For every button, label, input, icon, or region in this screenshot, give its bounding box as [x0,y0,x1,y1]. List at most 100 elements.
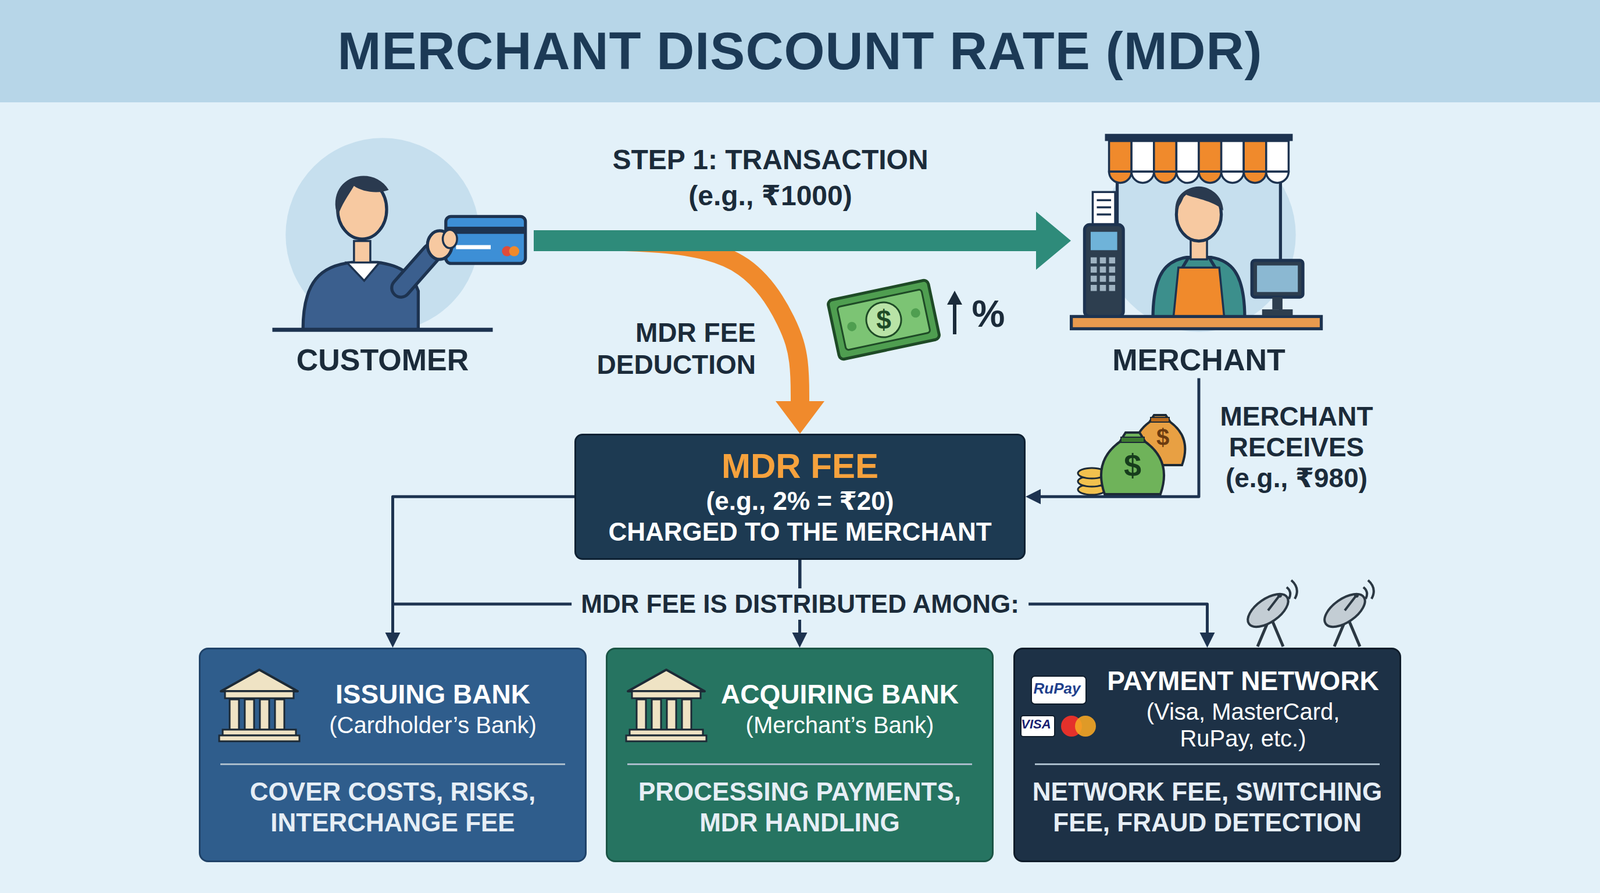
node-text: (Cardholder’s Bank) [329,711,537,739]
shop-awning [1109,171,1132,183]
card-logos [1075,715,1096,737]
bank-icon [229,699,239,730]
shop-awning [1221,141,1245,173]
merchant-figure [1097,206,1112,209]
banknote-icon [909,307,921,319]
merchant-figure [1097,199,1112,202]
terminal-keypad [1109,275,1116,282]
arrow-head [1025,488,1041,505]
terminal-keypad [1090,275,1098,282]
satellite-dish [1363,587,1367,599]
shop-awning [1154,171,1177,183]
money-bags-icon [1120,437,1145,443]
node-text: ACQUIRING BANK [694,679,985,710]
customer-figure [285,137,480,332]
shop-awning [1176,141,1199,173]
bank-icon [244,699,255,730]
arrow-head [385,632,401,648]
edge-label: STEP 1: TRANSACTION (e.g., ₹1000) [590,141,951,215]
shop-awning [1266,171,1289,183]
node-text: (Visa, MasterCard, RuPay, etc.) [1120,698,1366,752]
shop-awning [1105,133,1294,183]
banknote-icon [862,298,905,341]
merchant-node: MERCHANT [1070,134,1327,378]
divider-line [220,763,566,766]
title-band [0,0,1600,103]
shop-awning [1243,141,1267,173]
bank-icon [627,669,705,692]
box-body: NETWORK FEE, SWITCHING FEE, FRAUD DETECT… [1015,765,1400,853]
bank-icon [631,691,701,699]
customer-figure [401,253,432,289]
money-bags-icon [1077,415,1185,495]
shop-awning [1198,171,1222,183]
shop-awning [1109,141,1132,173]
up-arrow-icon [952,301,957,335]
terminal-keypad [1109,284,1116,292]
divider-line [627,763,973,766]
arrow-head [792,632,808,648]
box-body: PROCESSING PAYMENTS, MDR HANDLING [607,765,992,853]
satellite-dish [1368,580,1374,599]
merchant-figure [1251,260,1303,298]
box-header: ISSUING BANK(Cardholder’s Bank) [200,649,585,764]
node-text: MDR FEE [590,445,1010,487]
merchant-figure [1256,265,1298,293]
bank-icon [219,735,300,742]
acquiring-bank-box: ACQUIRING BANK(Merchant’s Bank) PROCESSIN… [605,647,994,863]
arrow-head [1200,632,1216,648]
customer-node: CUSTOMER [277,134,534,378]
bank-icon [275,699,285,730]
shop-awning [1221,171,1245,183]
merchant-figure [1182,257,1189,269]
customer-figure [354,241,371,264]
merchant-figure [1262,309,1294,316]
connector-arrow [1025,377,1199,505]
merchant-figure [1090,231,1118,251]
node-text: CUSTOMER [277,341,488,378]
merchant-figure [1175,186,1224,213]
node-text: PAYMENT NETWORK [1093,665,1393,697]
shop-awning [1176,171,1199,183]
merchant-figure [1209,257,1216,269]
terminal-keypad [1100,266,1107,273]
shop-awning [1105,133,1294,141]
connector-line [1039,377,1199,497]
text-group: MDR FEE(e.g., 2% = ₹20)CHARGED TO THE ME… [590,445,1010,548]
connector-arrow [385,496,575,648]
bank-icon [626,735,707,742]
banknote-icon [837,288,931,350]
issuing-bank-box: ISSUING BANK(Cardholder’s Bank)COVER COS… [198,647,587,863]
terminal-keypad [1109,257,1116,264]
node-text: PROCESSING PAYMENTS, MDR HANDLING [619,776,981,839]
customer-figure [455,245,491,250]
bank-icon [681,699,692,730]
text-group: CUSTOMER [277,341,488,378]
shop-awning [1131,141,1155,173]
node-text: CHARGED TO THE MERCHANT [590,516,1010,548]
terminal-keypad [1090,266,1098,273]
bank-icon [220,669,298,692]
bank-icon [666,699,677,730]
bank-icon [225,691,294,699]
money-bags-icon [1101,432,1164,495]
diagram-title: MERCHANT DISCOUNT RATE (MDR) [0,0,1600,103]
merchant-figure [1272,297,1283,310]
text-group: MERCHANT [1070,341,1327,378]
up-arrow-icon [947,290,963,335]
shop-awning [1266,141,1289,173]
banknote-icon [827,279,941,360]
satellite-dish [1344,595,1357,611]
box-header: ACQUIRING BANK(Merchant’s Bank) [607,649,992,764]
customer-figure [445,226,526,234]
terminal-keypad [1109,266,1116,273]
connector-arrow [533,240,825,434]
node-text: (e.g., 2% = ₹20) [590,486,1010,517]
arrow-head [775,401,825,434]
customer-figure [272,137,525,332]
shop-awning [1131,171,1155,183]
bank-icon [651,699,662,730]
terminal-keypad [1100,257,1107,264]
merchant-figure [1097,213,1112,216]
